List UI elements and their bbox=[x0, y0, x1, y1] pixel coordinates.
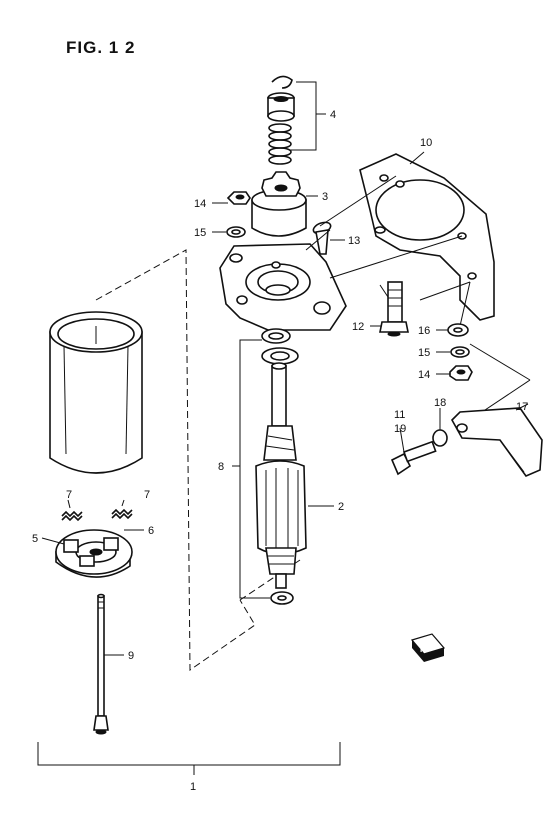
motor-yoke-housing bbox=[49, 311, 143, 474]
callout-11: 11 bbox=[394, 409, 405, 421]
callout-5: 5 bbox=[32, 533, 38, 545]
callout-14-right: 14 bbox=[418, 369, 430, 381]
callout-9: 9 bbox=[128, 650, 134, 662]
callout-15-left: 15 bbox=[194, 227, 206, 239]
part-15-washer-right bbox=[436, 346, 470, 358]
part-15-washer-left bbox=[212, 226, 246, 238]
part-19-bolt-long bbox=[390, 427, 437, 476]
front-arrow-icon: F bbox=[410, 633, 446, 662]
callout-19: 19 bbox=[394, 423, 406, 435]
callout-labels: 1 2 3 4 5 6 7 7 8 9 10 11 12 13 14 14 15… bbox=[32, 109, 528, 793]
part-10-mounting-bracket bbox=[359, 151, 495, 321]
part-17-arm bbox=[451, 403, 543, 477]
assembly-bracket-1 bbox=[37, 742, 341, 775]
callout-4: 4 bbox=[330, 109, 336, 121]
thrust-washer-lower bbox=[270, 591, 294, 605]
part-3-pinion-drive bbox=[251, 171, 318, 237]
callout-7-right: 7 bbox=[144, 489, 150, 501]
bracket-8-leader bbox=[232, 339, 270, 599]
part-5-brush-holder-plate bbox=[41, 529, 144, 578]
callout-12: 12 bbox=[352, 321, 364, 333]
part-4-pinion-stop-set bbox=[267, 75, 326, 165]
callout-8: 8 bbox=[218, 461, 224, 473]
callout-13: 13 bbox=[348, 235, 360, 247]
callout-1: 1 bbox=[190, 781, 196, 793]
callout-10: 10 bbox=[420, 137, 432, 149]
part-13-screw bbox=[312, 221, 345, 255]
callout-6: 6 bbox=[148, 525, 154, 537]
callout-16: 16 bbox=[418, 325, 430, 337]
part-14-nut-left bbox=[212, 191, 251, 205]
callout-15-right: 15 bbox=[418, 347, 430, 359]
callout-2: 2 bbox=[338, 501, 344, 513]
drive-end-plate bbox=[219, 229, 347, 331]
callout-3: 3 bbox=[322, 191, 328, 203]
part-9-through-bolt bbox=[93, 593, 124, 735]
callout-17: 17 bbox=[516, 401, 528, 413]
part-16-washer-right bbox=[436, 323, 469, 337]
part-12-bolt bbox=[370, 281, 409, 337]
part-2-armature bbox=[255, 362, 334, 589]
part-7-brush-springs bbox=[61, 499, 133, 522]
callout-14-left: 14 bbox=[194, 198, 206, 210]
callout-7-left: 7 bbox=[66, 489, 72, 501]
callout-18: 18 bbox=[434, 397, 446, 409]
part-18-collar bbox=[432, 408, 448, 447]
figure-title: FIG. 1 2 bbox=[66, 38, 136, 57]
thrust-washers-upper bbox=[261, 328, 299, 365]
front-marker-label: F bbox=[420, 645, 425, 654]
part-14-nut-right bbox=[436, 365, 473, 381]
